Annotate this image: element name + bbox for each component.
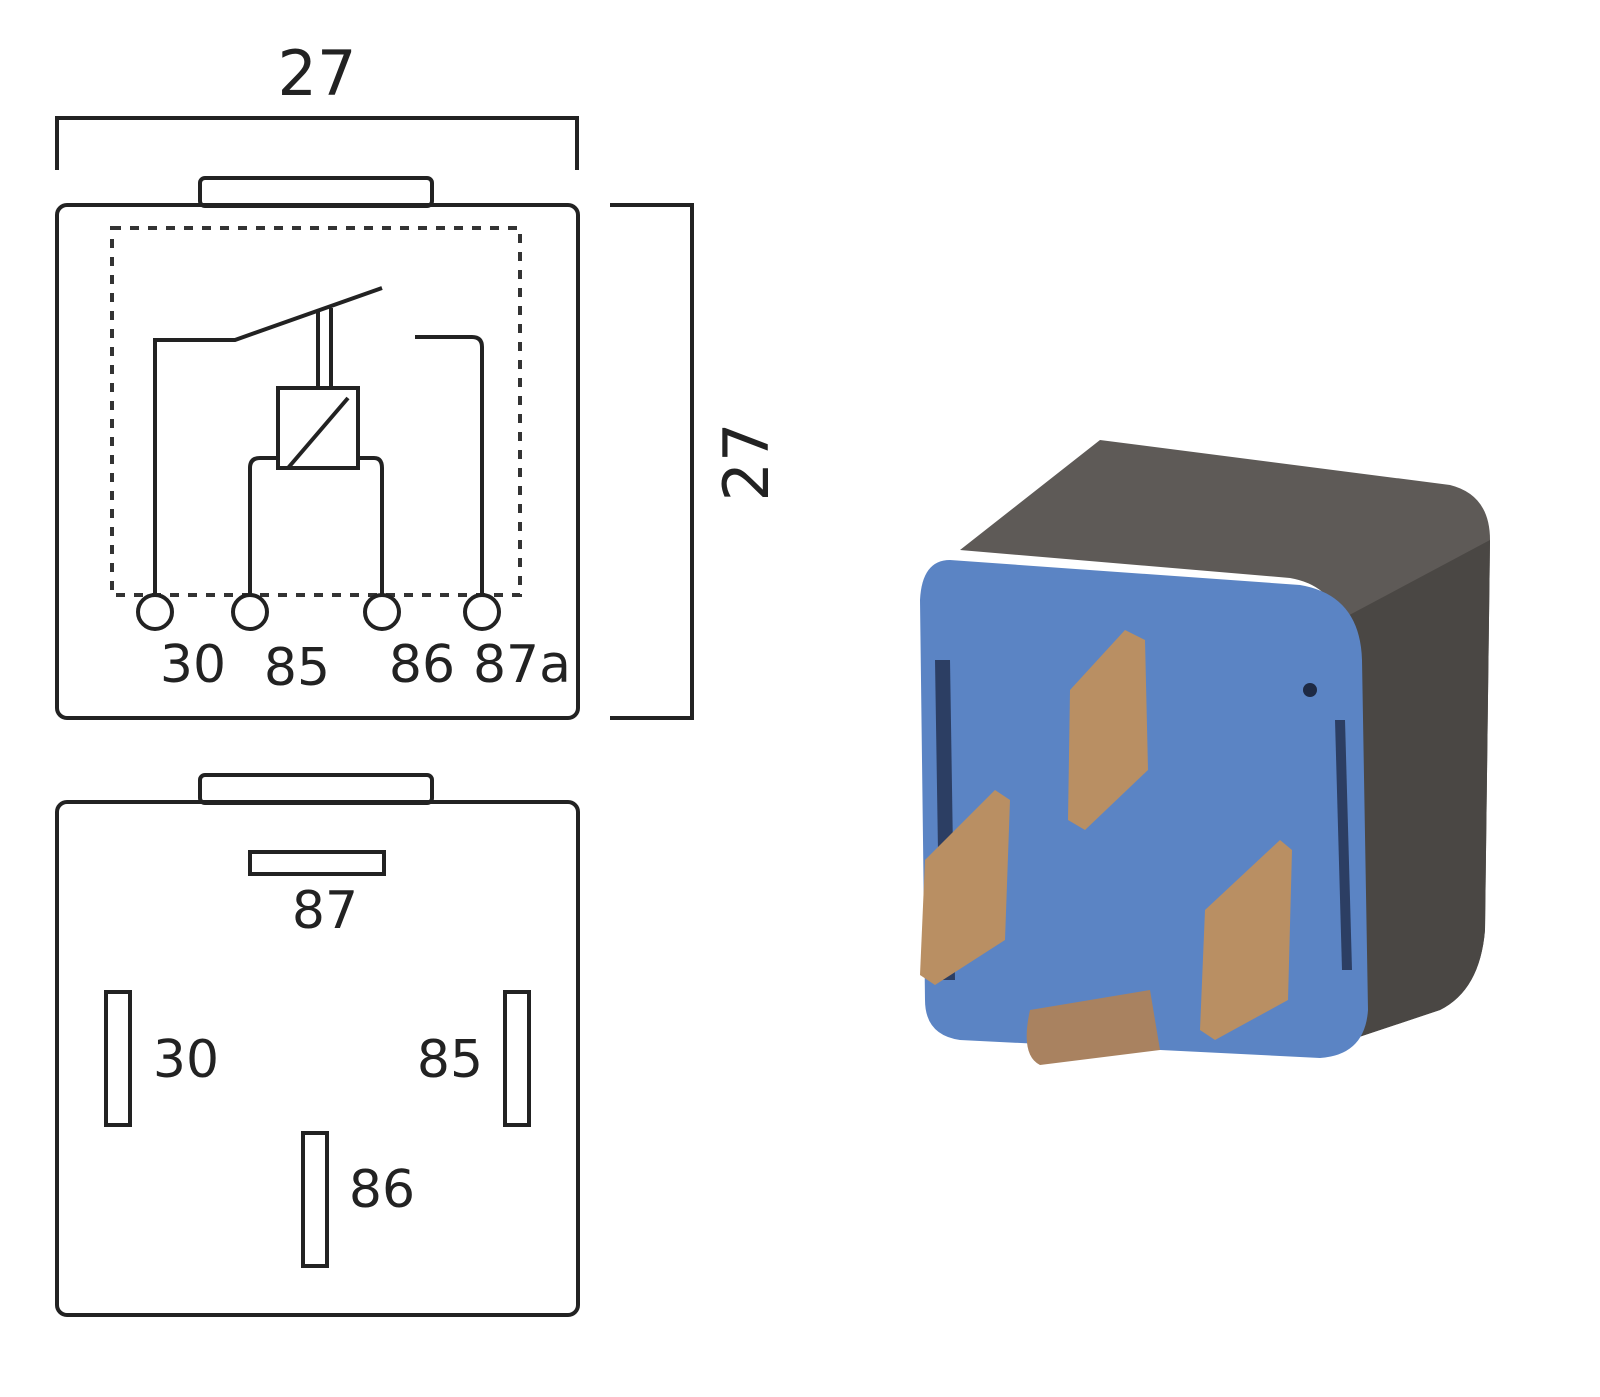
terminal-label-30: 30 xyxy=(160,635,226,695)
terminal-label-85: 85 xyxy=(264,638,330,698)
pin-30 xyxy=(104,990,132,1127)
width-dimension: 27 xyxy=(55,37,579,170)
pin-label-86: 86 xyxy=(349,1160,415,1220)
relay-photo xyxy=(920,440,1490,1065)
terminal-label-87a: 87a xyxy=(473,635,571,695)
height-label: 27 xyxy=(710,423,783,502)
pin-label-85: 85 xyxy=(417,1030,483,1090)
height-dimension: 27 xyxy=(610,203,783,720)
width-label: 27 xyxy=(278,37,357,110)
pin-87 xyxy=(248,850,386,876)
pinout-view: 87 30 85 86 xyxy=(55,773,580,1317)
pin-85 xyxy=(503,990,531,1127)
schematic-view: 30 85 86 87a xyxy=(55,176,580,720)
pin-label-87: 87 xyxy=(292,881,358,941)
terminal-label-86: 86 xyxy=(389,635,455,695)
pin-86 xyxy=(301,1131,329,1268)
pin-label-30: 30 xyxy=(153,1030,219,1090)
